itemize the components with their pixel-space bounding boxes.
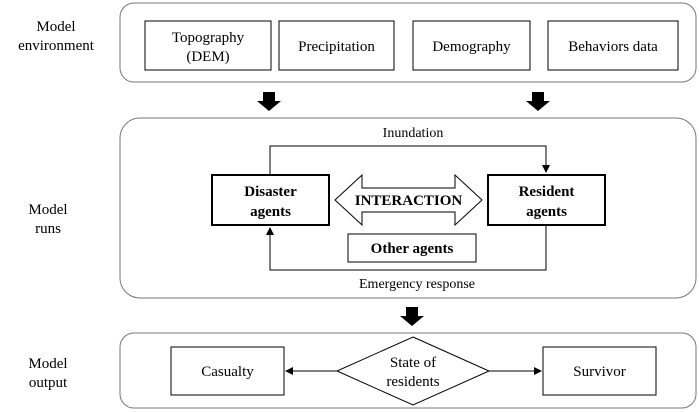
output-label-line2: output xyxy=(29,375,68,391)
inundation-label: Inundation xyxy=(383,126,444,141)
emergency-response-label: Emergency response xyxy=(359,277,475,292)
other-agents-label: Other agents xyxy=(371,241,454,257)
runs-label-line1: Model xyxy=(28,202,67,218)
section-label-environment: Model environment xyxy=(18,19,95,54)
disaster-agents-line1: Disaster xyxy=(244,184,297,200)
survivor-label: Survivor xyxy=(573,364,626,380)
env-box-topography: Topography (DEM) xyxy=(144,20,272,71)
env-box-precipitation: Precipitation xyxy=(278,20,395,71)
environment-label-line1: Model xyxy=(36,19,75,35)
disaster-agents-box: Disaster agents xyxy=(211,174,330,226)
env-box-behaviors-data: Behaviors data xyxy=(547,20,679,71)
emergency-response-connector xyxy=(266,226,547,271)
output-label-line1: Model xyxy=(28,356,67,372)
env-box-precipitation-label: Precipitation xyxy=(298,39,375,55)
casualty-label: Casualty xyxy=(201,364,254,380)
casualty-box: Casualty xyxy=(170,346,285,396)
inundation-connector xyxy=(269,145,550,174)
resident-agents-line2: agents xyxy=(526,204,567,220)
state-of-residents-line1: State of xyxy=(390,355,436,371)
env-box-demography: Demography xyxy=(412,20,531,71)
resident-agents-box: Resident agents xyxy=(487,174,606,226)
runs-label-line2: runs xyxy=(35,221,61,237)
interaction-double-arrow: INTERACTION xyxy=(334,173,483,227)
env-box-topography-line2: (DEM) xyxy=(186,49,229,65)
state-of-residents-diamond: State of residents xyxy=(335,336,491,406)
section-label-output: Model output xyxy=(28,356,68,391)
disaster-agents-line2: agents xyxy=(250,204,291,220)
interaction-label: INTERACTION xyxy=(355,193,463,209)
down-arrow-icon xyxy=(526,92,550,111)
environment-label-line2: environment xyxy=(18,38,95,54)
section-label-runs: Model runs xyxy=(28,202,67,237)
state-of-residents-line2: residents xyxy=(386,374,439,390)
other-agents-box: Other agents xyxy=(347,233,477,263)
env-box-behaviors-data-label: Behaviors data xyxy=(568,39,658,55)
survivor-box: Survivor xyxy=(542,346,657,396)
resident-agents-line1: Resident xyxy=(519,184,575,200)
env-box-demography-label: Demography xyxy=(432,39,511,55)
down-arrow-icon xyxy=(400,307,424,326)
env-box-topography-line1: Topography xyxy=(172,30,245,46)
down-arrow-icon xyxy=(257,92,281,111)
